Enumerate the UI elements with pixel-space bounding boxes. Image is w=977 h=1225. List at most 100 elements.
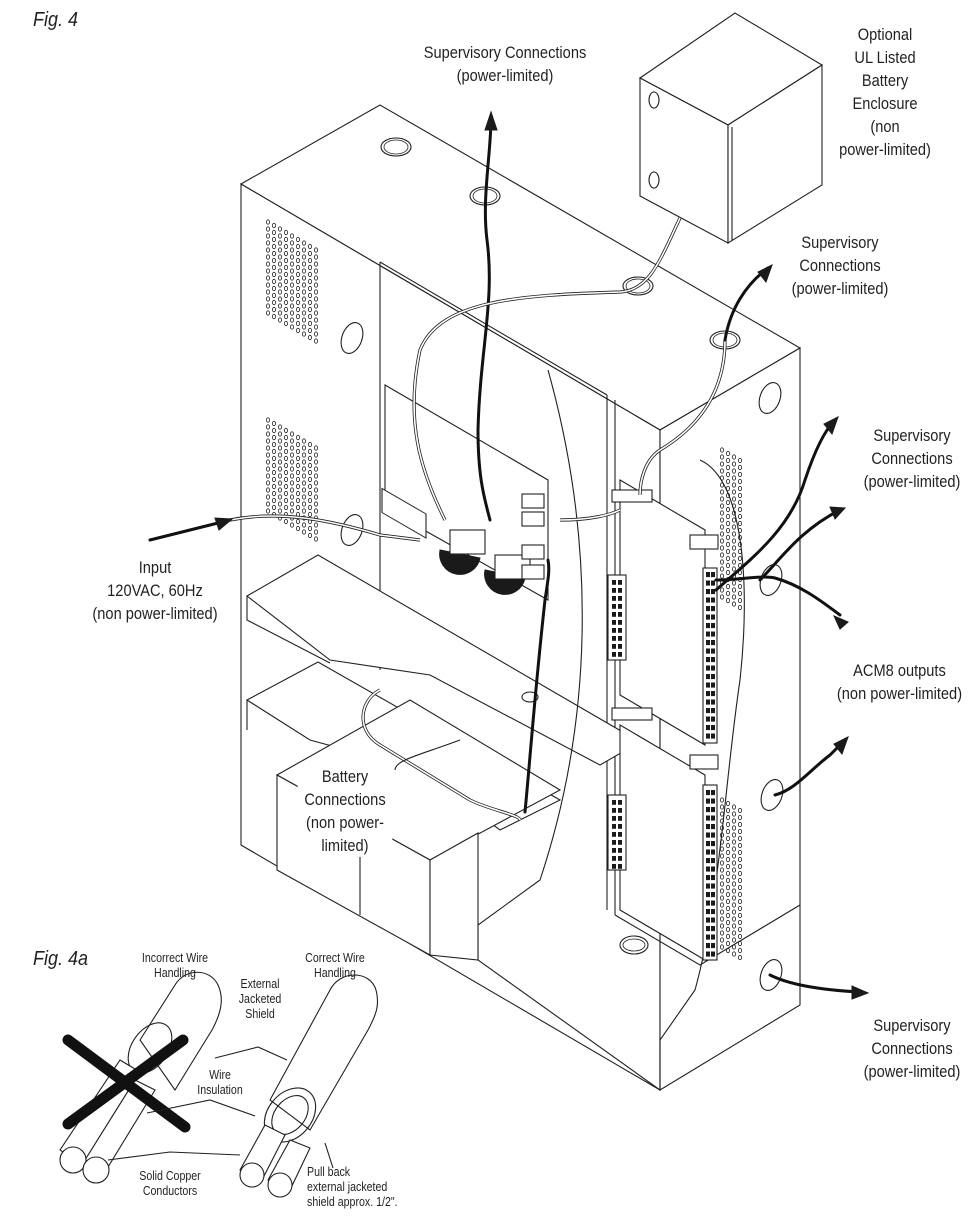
vent-hole	[277, 247, 282, 253]
vent-hole	[726, 842, 731, 849]
vent-hole	[289, 508, 294, 514]
vent-hole	[738, 912, 743, 919]
vent-hole	[289, 452, 294, 458]
callout-battery-connections: Battery Connections (non power- limited)	[297, 765, 393, 857]
vent-hole	[720, 944, 725, 950]
vent-hole	[301, 473, 306, 479]
vent-hole	[313, 331, 318, 337]
wire-handling-detail	[59, 971, 379, 1198]
vent-hole	[732, 867, 737, 873]
terminal-screw	[618, 612, 622, 617]
vent-hole	[295, 278, 300, 285]
vent-hole	[726, 492, 731, 499]
terminal-screw	[711, 623, 715, 629]
vent-hole	[732, 874, 737, 880]
vent-hole	[738, 842, 743, 849]
vent-hole	[271, 441, 276, 448]
vent-hole	[738, 471, 743, 478]
vent-hole	[277, 289, 282, 295]
terminal-screw	[711, 657, 715, 663]
terminal-screw	[706, 892, 710, 898]
vent-hole	[726, 562, 731, 569]
vent-hole	[301, 459, 306, 465]
vent-hole	[726, 933, 731, 940]
callout-line: UL Listed	[854, 48, 916, 67]
vent-hole	[720, 937, 725, 943]
vent-hole	[732, 895, 737, 901]
terminal-screw	[612, 848, 616, 853]
terminal-screw	[706, 572, 710, 578]
vent-hole	[265, 219, 270, 225]
vent-hole	[277, 296, 282, 302]
vent-hole	[307, 334, 312, 341]
vent-hole	[277, 226, 282, 232]
callout-line: Supervisory	[873, 1016, 951, 1035]
vent-hole	[271, 236, 276, 243]
arrow-supervisory-mid-right	[823, 415, 839, 436]
vent-hole	[732, 860, 737, 866]
vent-hole	[726, 828, 731, 835]
terminal-screw	[711, 665, 715, 671]
vent-hole	[726, 856, 731, 863]
vent-hole	[265, 487, 270, 493]
vent-hole	[301, 254, 306, 260]
vent-hole	[738, 905, 743, 912]
vent-hole	[265, 296, 270, 302]
vent-hole	[271, 243, 276, 250]
vent-hole	[307, 462, 312, 469]
callout-line: limited)	[321, 836, 369, 855]
label-line: External	[240, 977, 280, 991]
vent-hole	[732, 538, 737, 544]
label-correct-handling: Correct Wire Handling	[297, 951, 374, 981]
vent-hole	[271, 504, 276, 511]
vent-hole	[732, 594, 737, 600]
vent-hole	[295, 476, 300, 483]
vent-hole	[738, 520, 743, 527]
vent-hole	[738, 506, 743, 513]
terminal-screw	[618, 824, 622, 829]
vent-hole	[271, 285, 276, 292]
vent-hole	[301, 247, 306, 253]
vent-hole	[283, 441, 288, 448]
vent-hole	[720, 531, 725, 537]
vent-hole	[271, 271, 276, 278]
vent-hole	[313, 275, 318, 281]
vent-hole	[738, 870, 743, 877]
vent-hole	[301, 240, 306, 246]
callout-supervisory-upper-right: Supervisory Connections (power-limited)	[788, 231, 891, 300]
vent-hole	[289, 317, 294, 323]
vent-hole	[271, 257, 276, 264]
terminal-screw	[711, 832, 715, 838]
vent-hole	[738, 814, 743, 821]
vent-hole	[738, 597, 743, 604]
callout-line: (power-limited)	[791, 279, 889, 298]
vent-hole	[726, 520, 731, 527]
vent-hole	[277, 459, 282, 465]
terminal-screw	[711, 926, 715, 932]
vent-hole	[265, 480, 270, 486]
vent-hole	[289, 473, 294, 479]
vent-hole	[313, 452, 318, 458]
vent-hole	[720, 797, 725, 803]
label-line: Handling	[314, 966, 356, 980]
terminal-screw	[711, 798, 715, 804]
callout-line: (non power-	[305, 813, 385, 832]
terminal-screw	[706, 841, 710, 847]
callout-line: Connections	[871, 449, 953, 468]
terminal-blocks	[612, 572, 715, 957]
vent-hole	[738, 604, 743, 611]
figure-label-detail: Fig. 4a	[33, 948, 89, 970]
vent-hole	[265, 424, 270, 430]
vent-hole	[271, 469, 276, 476]
vent-hole	[720, 559, 725, 565]
terminal-screw	[612, 652, 616, 657]
vent-hole	[283, 455, 288, 462]
vent-hole	[289, 289, 294, 295]
callout-battery-enclosure: Optional UL Listed Battery Enclosure (no…	[838, 23, 933, 161]
callout-line: (power-limited)	[456, 66, 554, 85]
vent-hole	[307, 327, 312, 334]
vent-hole	[732, 846, 737, 852]
vent-hole	[265, 226, 270, 232]
vent-hole	[265, 452, 270, 458]
terminal-screw	[618, 856, 622, 861]
